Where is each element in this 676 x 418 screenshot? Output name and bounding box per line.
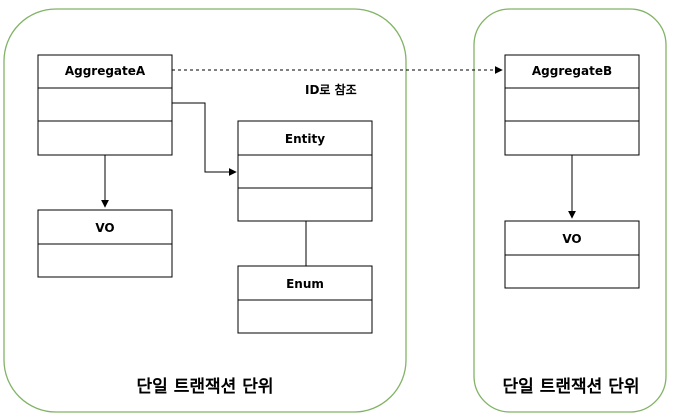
class-aggregate-a-border <box>37 54 173 156</box>
class-aggregate-b[interactable]: AggregateB <box>504 54 640 156</box>
class-vo-right-name: VO <box>562 232 581 246</box>
id-reference-label: ID로 참조 <box>305 82 357 97</box>
class-enum[interactable]: Enum <box>237 265 373 334</box>
class-entity-name: Entity <box>285 132 325 146</box>
class-vo-left[interactable]: VO <box>37 209 173 278</box>
transaction-group-left-label: 단일 트랜잭션 단위 <box>137 377 274 397</box>
class-vo-left-name: VO <box>95 221 114 235</box>
class-entity-border <box>237 120 373 222</box>
class-aggregate-a-name: AggregateA <box>65 64 146 78</box>
class-entity[interactable]: Entity <box>237 120 373 222</box>
transaction-group-right-label: 단일 트랜잭션 단위 <box>503 377 640 397</box>
class-vo-right[interactable]: VO <box>504 220 640 289</box>
connectors: ID로 참조 <box>101 66 576 266</box>
class-enum-name: Enum <box>286 277 324 291</box>
class-aggregate-a[interactable]: AggregateA <box>37 54 173 156</box>
class-aggregate-b-border <box>504 54 640 156</box>
class-aggregate-b-name: AggregateB <box>532 64 612 78</box>
edge-aggregatea-to-entity <box>172 102 237 176</box>
